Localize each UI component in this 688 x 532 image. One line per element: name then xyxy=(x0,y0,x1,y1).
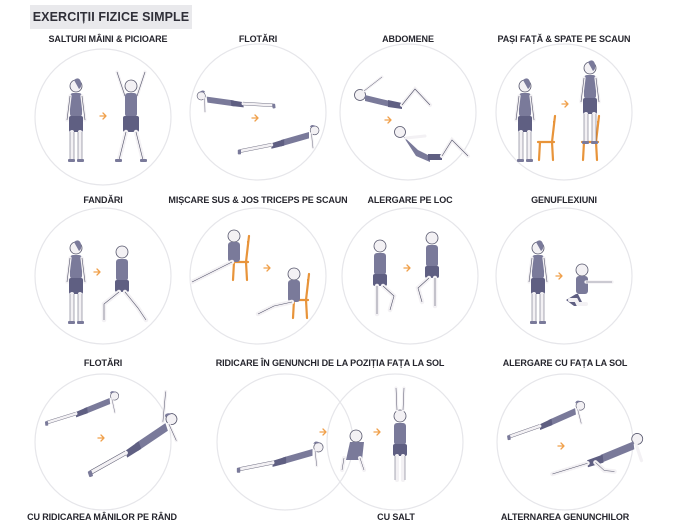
jumping-jacks-figures xyxy=(65,70,147,164)
sublabel-mountain-climbers: ALTERNAREA GENUNCHILOR xyxy=(500,512,630,522)
burpees-figures xyxy=(234,386,407,482)
page-title: EXERCIȚII FIZICE SIMPLE xyxy=(30,5,192,29)
caption-push-ups: FLOTĂRI xyxy=(238,34,278,44)
caption-burpees: RIDICARE ÎN GENUNCHI DE LA POZIȚIA FAȚA … xyxy=(215,358,445,368)
caption-mountain-climbers: ALERGARE CU FAȚA LA SOL xyxy=(502,358,628,368)
push-ups-arm-raise-figures xyxy=(40,388,185,477)
lunges-figures xyxy=(65,238,149,326)
step-ups-figures xyxy=(514,58,601,164)
sublabel-burpees: CU SALT xyxy=(377,512,415,522)
caption-step-ups: PAȘI FAȚĂ & SPATE PE SCAUN xyxy=(497,34,631,44)
push-ups-figures xyxy=(194,79,321,157)
caption-crunches: ABDOMENE xyxy=(382,34,434,44)
mountain-climbers-figures xyxy=(501,397,644,477)
squats-figures xyxy=(527,238,614,326)
running-in-place-figures xyxy=(373,231,439,317)
triceps-dips-figures xyxy=(189,229,311,320)
caption-triceps-dips: MIȘCARE SUS & JOS TRICEPS PE SCAUN xyxy=(168,195,348,205)
caption-lunges: FANDĂRI xyxy=(83,195,123,205)
caption-running-in-place: ALERGARE PE LOC xyxy=(367,195,453,205)
crunches-figures xyxy=(354,75,470,162)
caption-jumping-jacks: SALTURI MÂINI & PICIOARE xyxy=(48,34,168,44)
sublabel-push-ups-2: CU RIDICAREA MÂNILOR PE RÂND xyxy=(27,512,177,522)
caption-squats: GENUFLEXIUNI xyxy=(531,195,597,205)
caption-push-ups-2: FLOTĂRI xyxy=(83,358,123,368)
